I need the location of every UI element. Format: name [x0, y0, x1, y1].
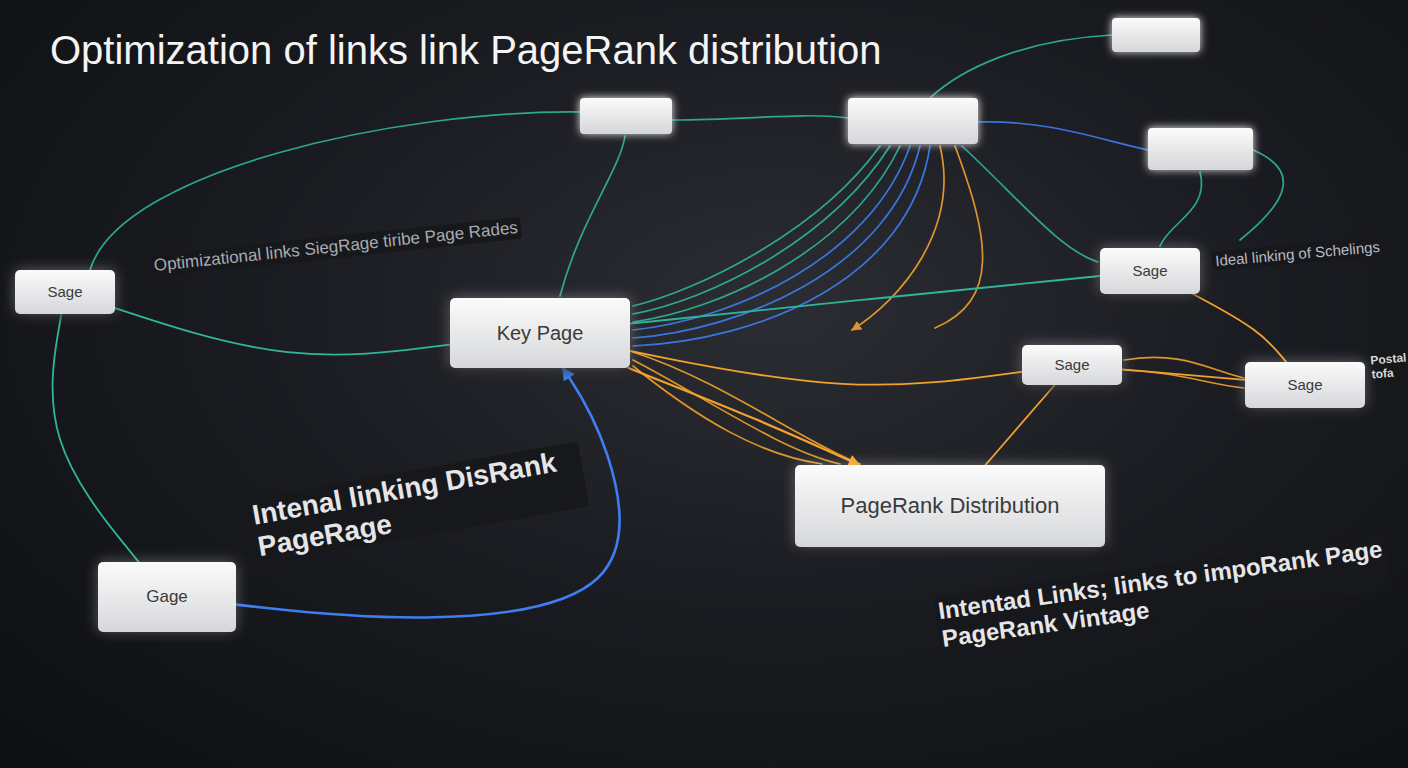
blank-page-box	[1112, 18, 1200, 52]
blank-page-box	[580, 98, 672, 134]
link-strand	[633, 352, 860, 464]
link-strand	[852, 146, 944, 330]
link-strand	[1160, 172, 1202, 246]
node-text-group: Sage	[1054, 356, 1089, 374]
node-text-group: Key Page	[497, 321, 584, 345]
page-box: Sage	[1245, 362, 1365, 408]
link-connector	[985, 385, 1054, 465]
link-strand	[633, 146, 930, 346]
page-box: Gage	[98, 562, 236, 632]
node-label: Sage	[47, 283, 82, 301]
link-connector	[1122, 369, 1245, 380]
link-connector	[236, 368, 619, 617]
node-label: Sage	[1054, 356, 1089, 374]
link-strand	[633, 146, 900, 322]
node-label: Gage	[146, 587, 188, 607]
node-text-group: Gage	[146, 587, 188, 607]
annotation-label: Intentad Links; links to impoRank Page P…	[933, 534, 1393, 654]
link-strand	[930, 35, 1112, 98]
page-box: Sage	[1022, 345, 1122, 385]
link-connector	[1193, 294, 1286, 362]
node-label: PageRank Distribution	[841, 493, 1060, 519]
node-text-group: Sage	[1287, 376, 1322, 394]
distribution-box: PageRank Distribution	[795, 465, 1105, 547]
annotation-label: Optimizational links SiegRage tiribe Pag…	[150, 217, 522, 277]
link-connector	[53, 314, 139, 562]
link-strand	[935, 146, 983, 328]
link-strand	[633, 146, 890, 314]
link-strand	[978, 122, 1148, 150]
link-strand	[560, 136, 625, 296]
diagram-title: Optimization of links link PageRank dist…	[50, 28, 882, 73]
key-page-box: Key Page	[450, 298, 630, 368]
page-box: Sage	[15, 270, 115, 314]
link-strand	[962, 146, 1098, 262]
link-connector	[630, 276, 1100, 324]
node-label: Sage	[1287, 376, 1322, 394]
blank-page-box	[848, 98, 978, 144]
annotation-label: Ideal linking of Schelings	[1211, 237, 1383, 271]
node-label: Sage	[1132, 262, 1167, 280]
annotation-label: Intenal linking DisRank PageRage	[247, 441, 589, 565]
link-strands	[90, 35, 1283, 464]
page-box: Sage	[1100, 248, 1200, 294]
node-text-group: PageRank Distribution	[841, 493, 1060, 519]
annotation-label: Postal tofa	[1367, 350, 1408, 383]
node-text-group: Sage	[47, 283, 82, 301]
link-strand	[672, 116, 848, 120]
blank-page-box	[1148, 128, 1253, 170]
node-text-group: Sage	[1132, 262, 1167, 280]
node-label: Key Page	[497, 321, 584, 345]
link-connector	[115, 308, 450, 354]
link-connector	[630, 351, 1022, 385]
